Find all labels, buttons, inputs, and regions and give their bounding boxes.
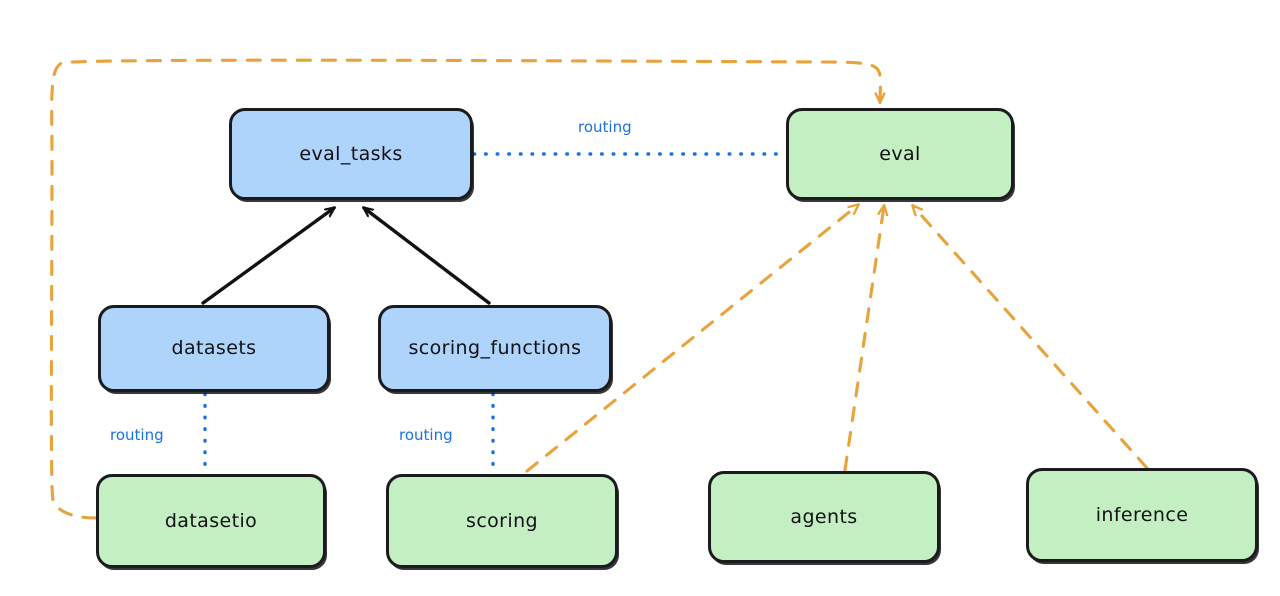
edge-datasets-to-eval_tasks (201, 206, 334, 305)
node-eval-tasks[interactable]: eval_tasks (229, 108, 473, 200)
edge-label-routing-scoring-functions-scoring: routing (399, 426, 453, 444)
node-datasetio[interactable]: datasetio (96, 474, 326, 568)
node-scoring-functions[interactable]: scoring_functions (378, 305, 612, 392)
node-agents[interactable]: agents (708, 471, 940, 563)
node-label-eval-tasks: eval_tasks (299, 142, 403, 165)
node-label-scoring: scoring (466, 509, 538, 532)
node-label-datasetio: datasetio (164, 509, 258, 532)
node-datasets[interactable]: datasets (98, 305, 330, 392)
node-label-agents: agents (790, 505, 858, 528)
edge-label-routing-eval-tasks-eval: routing (578, 118, 632, 136)
node-label-scoring-functions: scoring_functions (408, 337, 582, 359)
edge-agents-to-eval (843, 206, 884, 472)
node-label-datasets: datasets (171, 337, 257, 359)
node-eval[interactable]: eval (786, 108, 1014, 200)
edge-scoring_functions-to-eval_tasks (364, 208, 491, 305)
node-inference[interactable]: inference (1026, 468, 1258, 562)
node-label-eval: eval (879, 142, 921, 165)
edge-inference-to-eval (913, 206, 1149, 470)
edge-label-routing-datasets-datasetio: routing (110, 426, 164, 444)
node-label-inference: inference (1095, 503, 1189, 526)
node-scoring[interactable]: scoring (386, 474, 618, 568)
